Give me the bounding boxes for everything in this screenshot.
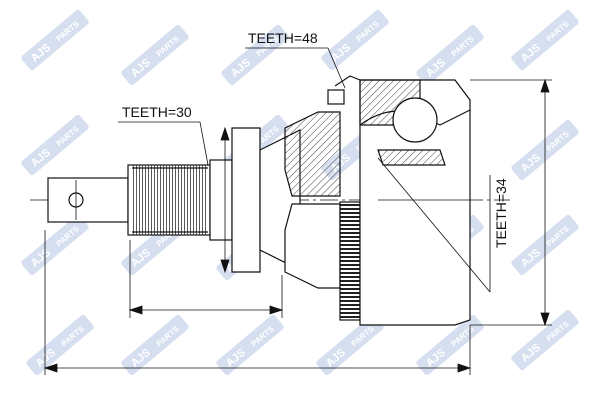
seal-clip	[327, 89, 345, 105]
dimension-lines	[43, 78, 552, 375]
abs-tone-ring	[339, 201, 361, 321]
label-teeth-outer: TEETH=48	[248, 30, 318, 46]
shaft-stub	[47, 159, 233, 241]
housing-body	[231, 75, 471, 326]
ball-bearing	[392, 97, 438, 143]
hatched-section	[284, 111, 341, 197]
label-teeth-shaft: TEETH=30	[122, 104, 192, 120]
shaft-splines	[132, 165, 208, 235]
label-teeth-inner: TEETH=34	[493, 178, 509, 248]
leader-lines	[118, 47, 491, 293]
